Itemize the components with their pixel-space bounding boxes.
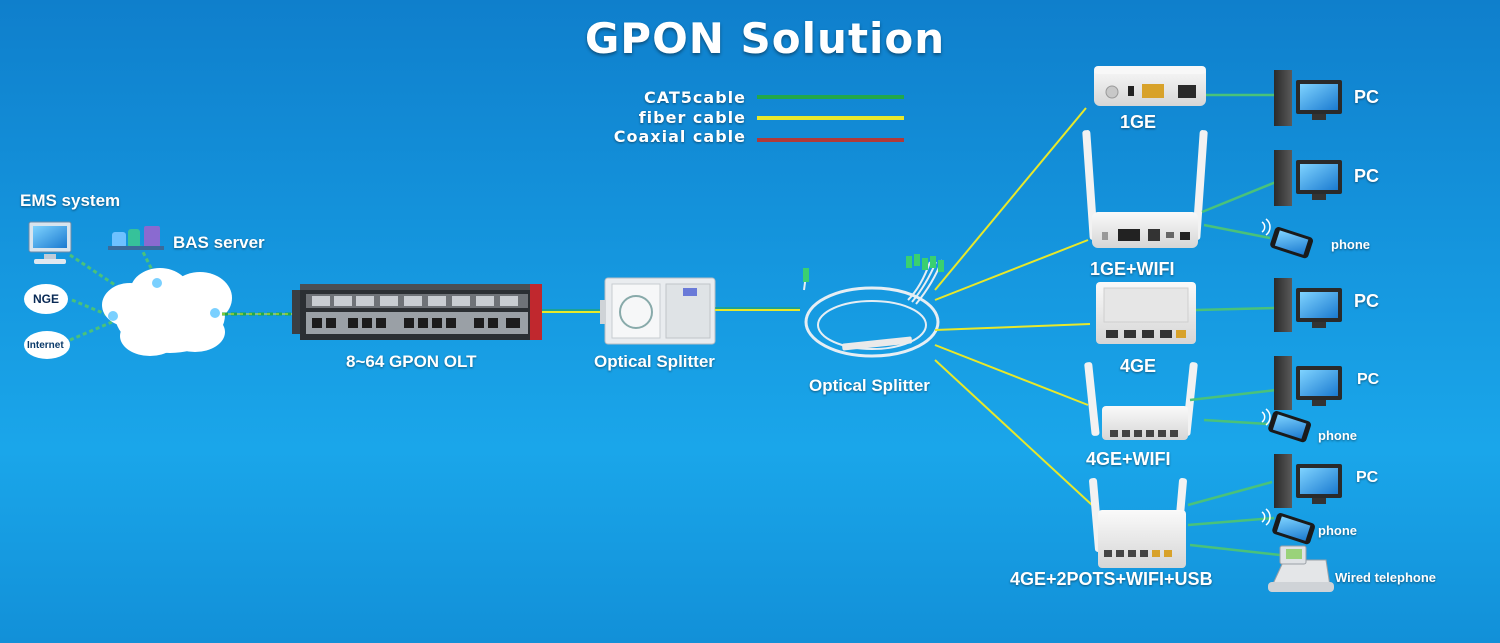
ont-1ge-wifi-device: [1082, 130, 1208, 248]
bas-server-icon: [108, 226, 164, 250]
plc-splitter: [803, 254, 944, 358]
nge-label: NGE: [33, 292, 60, 306]
nge-cloud-icon: [24, 284, 68, 314]
ont-label-4ge-wifi: 4GE+WIFI: [1086, 449, 1171, 469]
legend-label-cat5: CAT5cable: [644, 88, 746, 107]
wired-telephone-icon: [1268, 545, 1334, 592]
phone-label-1: phone: [1331, 237, 1370, 252]
pc-icons: [1274, 70, 1342, 508]
legend-label-coaxial: Coaxial cable: [613, 127, 746, 146]
cat5-lines-to-clients: [1187, 93, 1281, 557]
pc-label-4: PC: [1357, 371, 1380, 388]
splitter-box-1: [600, 277, 716, 345]
ems-system-label: EMS system: [20, 191, 121, 210]
cloud-icon: [102, 268, 232, 356]
ont-label-1ge: 1GE: [1120, 112, 1157, 132]
pc-label-5: PC: [1356, 469, 1379, 486]
ems-computer-icon: [28, 221, 72, 264]
phone-label-2: phone: [1318, 428, 1357, 443]
ont-1ge-device: [1094, 66, 1206, 106]
bas-server-label: BAS server: [173, 233, 265, 252]
splitter1-label: Optical Splitter: [594, 352, 715, 371]
legend-label-fiber: fiber cable: [638, 108, 746, 127]
pc-label-1: PC: [1354, 87, 1380, 107]
splitter2-label: Optical Splitter: [809, 376, 930, 395]
fiber-lines-to-onts: [934, 107, 1093, 506]
phone-label-3: phone: [1318, 523, 1357, 538]
pc-label-2: PC: [1354, 166, 1380, 186]
ont-label-1ge-wifi: 1GE+WIFI: [1090, 259, 1175, 279]
olt-label: 8~64 GPON OLT: [346, 352, 477, 371]
ont-4ge-device: [1096, 282, 1196, 344]
wired-telephone-label: Wired telephone: [1335, 570, 1437, 585]
pc-label-3: PC: [1354, 291, 1380, 311]
internet-label: Internet: [27, 340, 64, 351]
ont-4ge-2pots-wifi-usb-device: [1089, 478, 1187, 568]
ont-label-4ge: 4GE: [1120, 356, 1157, 376]
olt-device: [292, 284, 542, 340]
ont-label-4ge-2pots-wifi-usb: 4GE+2POTS+WIFI+USB: [1010, 569, 1213, 589]
internet-cloud-icon: [24, 331, 70, 359]
phone-icons: [1261, 218, 1316, 545]
page-title: GPON Solution: [584, 14, 946, 63]
